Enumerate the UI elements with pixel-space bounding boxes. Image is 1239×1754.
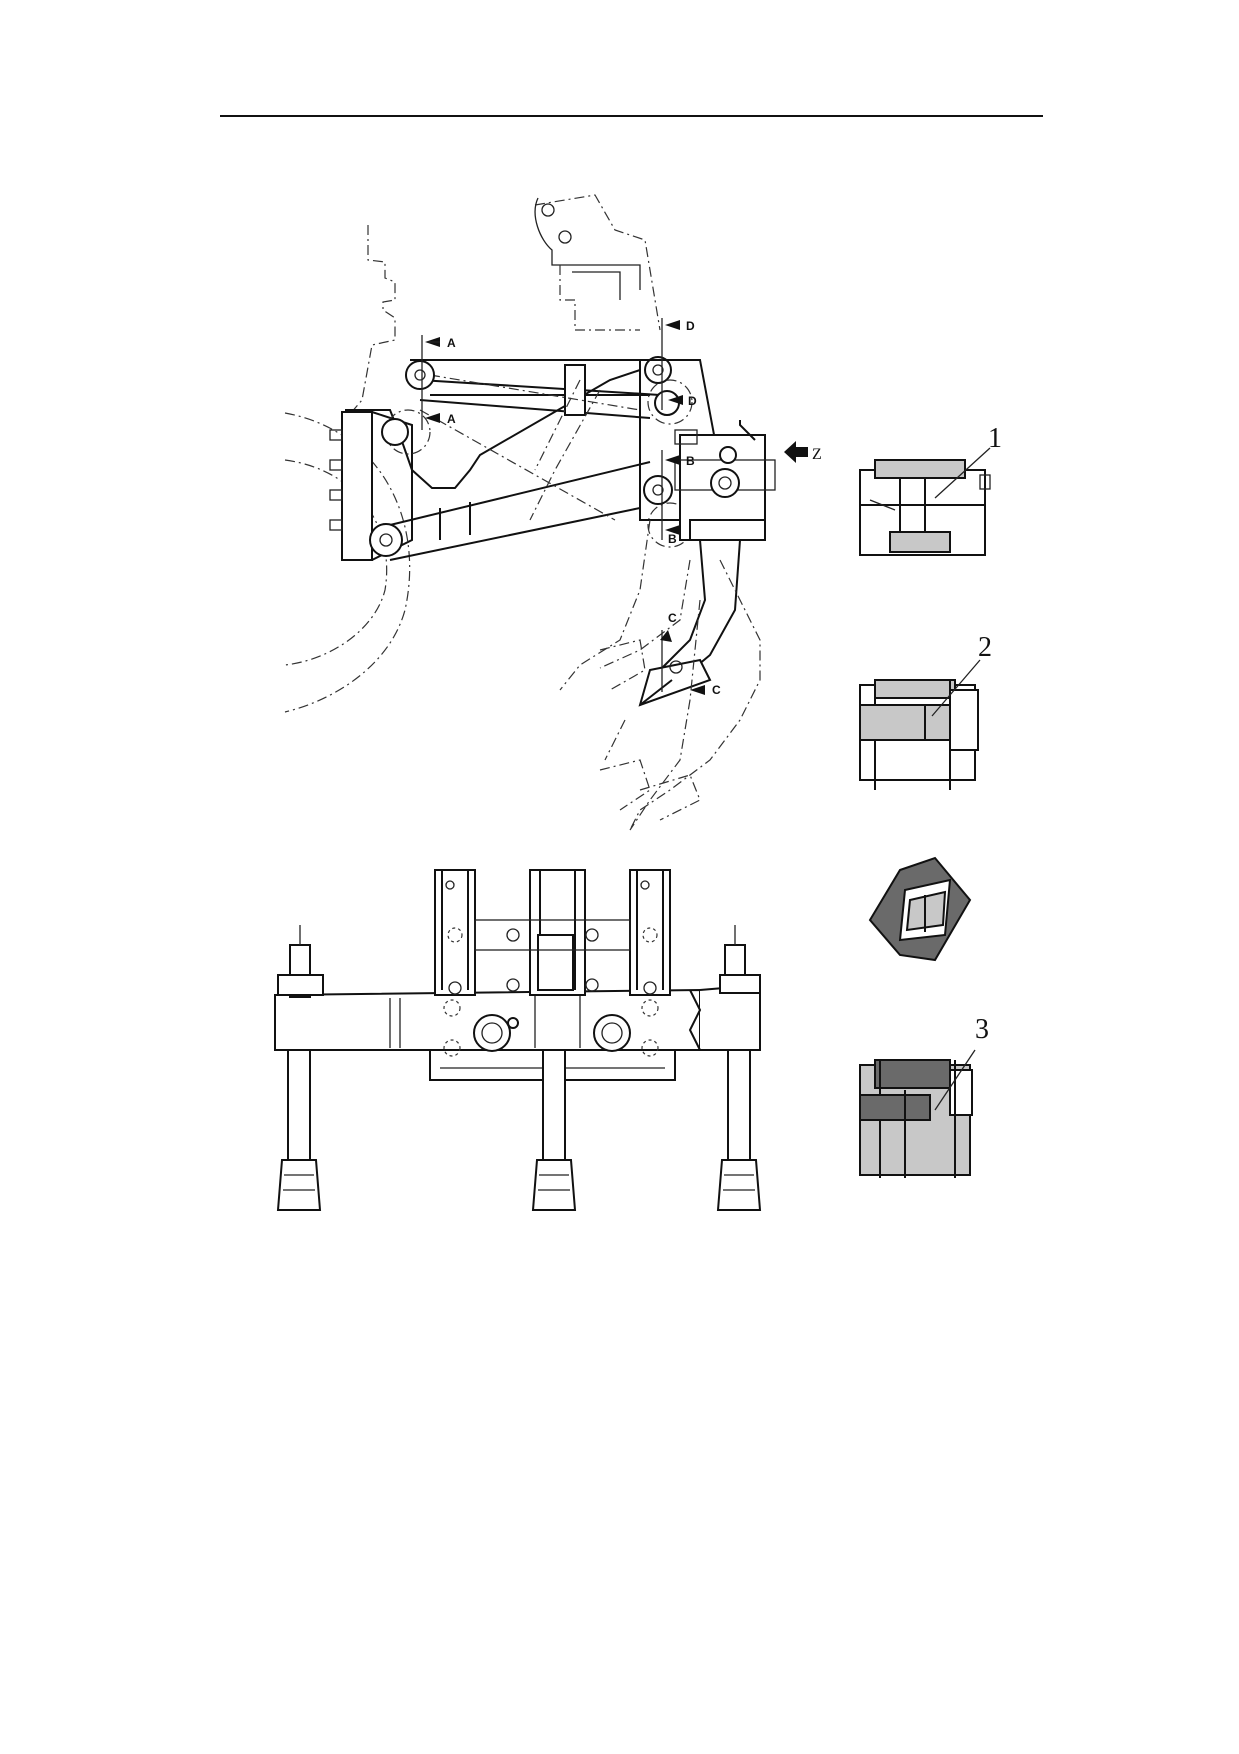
detail-view-2: 2 xyxy=(859,632,992,790)
view-z-arrow-icon xyxy=(784,441,808,463)
front-bracket-center xyxy=(529,869,586,996)
front-bracket-right xyxy=(629,869,671,996)
section-label-c-bottom: C xyxy=(712,683,721,697)
front-shank-left xyxy=(276,1049,322,1211)
section-label-c-top: C xyxy=(668,611,677,625)
section-label-b-top: B xyxy=(686,454,695,468)
ripper-side-view: A A D D B B C C Z xyxy=(284,194,822,831)
section-label-a-top: A xyxy=(447,336,456,350)
callout-3-leader xyxy=(934,1049,976,1111)
front-shank-center xyxy=(531,1049,577,1211)
section-label-a-bottom: A xyxy=(447,412,456,426)
callout-2-leader xyxy=(931,659,981,717)
detail-view-clip xyxy=(868,856,972,962)
section-label-d-top: D xyxy=(686,319,695,333)
ripper-front-view xyxy=(274,869,762,1211)
callout-3: 3 xyxy=(975,1014,989,1045)
detail-view-3: 3 xyxy=(859,1014,989,1178)
section-label-b-bottom: B xyxy=(668,532,677,546)
section-label-d-bottom: D xyxy=(688,394,697,408)
callout-1-leader xyxy=(934,447,991,499)
callout-1: 1 xyxy=(988,423,1002,454)
callout-2: 2 xyxy=(978,632,992,663)
front-bracket-left xyxy=(434,869,476,996)
section-marker-b: B B xyxy=(661,450,695,546)
section-marker-a: A A xyxy=(421,335,456,430)
section-marker-d: D D xyxy=(661,318,697,410)
view-z-label: Z xyxy=(812,446,822,463)
detail-view-1: 1 xyxy=(859,423,1002,556)
section-marker-c: C C xyxy=(660,611,721,697)
front-shank-right xyxy=(716,1049,762,1211)
view-z-marker: Z xyxy=(784,441,822,463)
